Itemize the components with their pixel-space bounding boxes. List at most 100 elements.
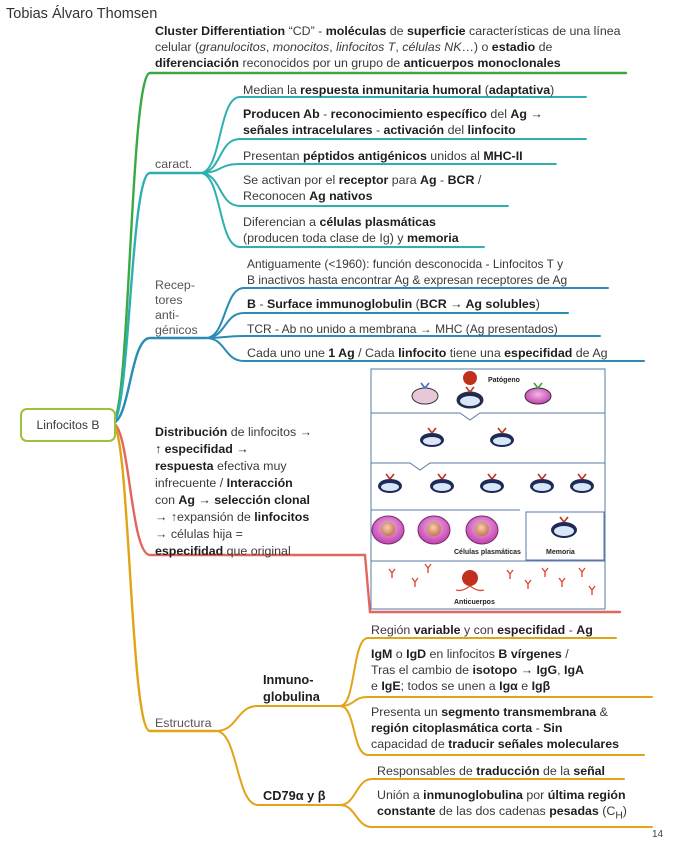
text-run: diferenciación (155, 56, 240, 70)
text-run: Presentan (243, 149, 303, 163)
text-run: adaptativa (488, 83, 551, 97)
text-run: granulocitos (199, 40, 266, 54)
receptores-item-2: B - Surface immunoglobulin (BCR → Ag sol… (247, 296, 647, 312)
connector-cd79-item-1 (339, 778, 625, 806)
text-run: IgM (371, 647, 393, 661)
text-run: Región (371, 623, 414, 637)
caract-label: caract. (155, 157, 193, 171)
inmunoglobulina-label: Inmuno- globulina (263, 672, 320, 704)
connector-cd79 (215, 730, 341, 806)
naive-lymphocytes-row: Patógeno (411, 371, 552, 409)
clonal-selection-figure: Patógeno Células plasmáticas Memori (370, 368, 606, 610)
caract-item-2: Producen Ab - reconocimiento específico … (243, 106, 603, 138)
text-run: , (395, 40, 403, 54)
antibodies-row: Anticuerpos (388, 563, 596, 606)
text-run: / (474, 173, 482, 187)
text-run: ) (550, 83, 555, 97)
text-run: Reconocen (243, 189, 310, 203)
text-run: Median la (243, 83, 301, 97)
text-run: Producen Ab (243, 107, 320, 121)
receptores-item-3: TCR - Ab no unido a membrana → MHC (Ag p… (247, 321, 647, 337)
text-run: Tras el cambio de (371, 663, 473, 677)
text-run: especifidad (504, 346, 573, 360)
text-run: IgD (406, 647, 427, 661)
text-run: inmunoglobulina (423, 788, 523, 802)
text-run: superficie (407, 24, 466, 38)
page-number: 14 (652, 829, 664, 840)
text-run: ) (622, 804, 627, 818)
text-run: última región (547, 788, 626, 802)
text-run: isotopo → IgG (472, 663, 558, 677)
text-run: con (155, 493, 179, 507)
text-run: o (392, 647, 407, 661)
figure-label-anticuerpos: Anticuerpos (454, 599, 495, 606)
text-run: …) o (461, 40, 492, 54)
clonal-expansion-row (378, 473, 594, 493)
text-run: anticuerpos monoclonales (403, 56, 561, 70)
text-run: monocitos (272, 40, 330, 54)
text-run: infrecuente / (155, 476, 227, 490)
text-run: que original (223, 544, 291, 558)
caract-item-5: Diferencian a células plasmáticas(produc… (243, 214, 603, 246)
text-run: de linfocitos → (227, 425, 312, 439)
text-run: e (371, 679, 382, 693)
text-run: efectiva muy (213, 459, 287, 473)
text-run: traducir señales moleculares (448, 737, 619, 751)
text-run: B inactivos hasta encontrar Ag & expresa… (247, 273, 568, 287)
text-run: respuesta inmunitaria humoral (300, 83, 482, 97)
connector-caract-item-3 (199, 163, 557, 174)
text-run: células NK (402, 40, 462, 54)
plasma-cells-row: Células plasmáticas Memoria (371, 515, 577, 556)
text-run: tiene una (446, 346, 505, 360)
text-run: respuesta (155, 459, 214, 473)
cd79-label: CD79α y β (263, 788, 326, 803)
text-run: / (561, 647, 569, 661)
text-run: receptor (338, 173, 389, 187)
text-run: BCR (447, 173, 475, 187)
connector-receptores (110, 336, 208, 425)
figure-label-plasmaticas: Células plasmáticas (454, 549, 521, 556)
text-run: ; todos se unen a (400, 679, 500, 693)
text-run: del (444, 123, 468, 137)
text-run: y con (460, 623, 498, 637)
text-run: ( (412, 297, 420, 311)
text-run: especifidad (155, 544, 224, 558)
text-run: Igα (499, 679, 518, 693)
text-run: MHC-II (483, 149, 523, 163)
connector-caract-item-1 (199, 96, 587, 174)
text-run: & (596, 705, 608, 719)
text-run: linfocito (467, 123, 516, 137)
text-run: reconocimiento específico (330, 107, 487, 121)
text-run: → ↑expansión de (155, 510, 255, 524)
text-run: ) (535, 297, 540, 311)
text-run: Cluster Differentiation (155, 24, 286, 38)
text-run: estadio (491, 40, 536, 54)
text-run: ( (481, 83, 489, 97)
text-run: linfocito (398, 346, 447, 360)
connector-inmunoglobulina (215, 705, 341, 732)
text-run: Ag (576, 623, 593, 637)
text-run: unidos al (426, 149, 484, 163)
text-run: linfocitos (254, 510, 310, 524)
text-run: “CD” - (285, 24, 326, 38)
text-run: Igβ (531, 679, 551, 693)
text-run: (producen toda clase de Ig) y (243, 231, 407, 245)
connector-caract-item-4 (199, 172, 509, 207)
text-run: Ag → selección clonal (178, 493, 310, 507)
text-run: Ag → (510, 107, 543, 121)
text-run: moléculas (325, 24, 387, 38)
text-run: especifidad (497, 623, 566, 637)
figure-label-patogeno: Patógeno (488, 377, 520, 384)
text-run: ↑ especifidad → (155, 442, 249, 456)
connector-estructura (110, 421, 218, 733)
text-run: señales intracelulares (243, 123, 373, 137)
text-run: señal (573, 764, 605, 778)
inmuno-item-1: Región variable y con especifidad - Ag (371, 622, 661, 638)
connector-inmuno-item-1 (339, 637, 617, 707)
text-run: / Cada (354, 346, 399, 360)
text-run: Presenta un (371, 705, 442, 719)
text-run: de las dos cadenas (435, 804, 550, 818)
text-run: Distribución (155, 425, 228, 439)
text-run: Cada uno une (247, 346, 329, 360)
